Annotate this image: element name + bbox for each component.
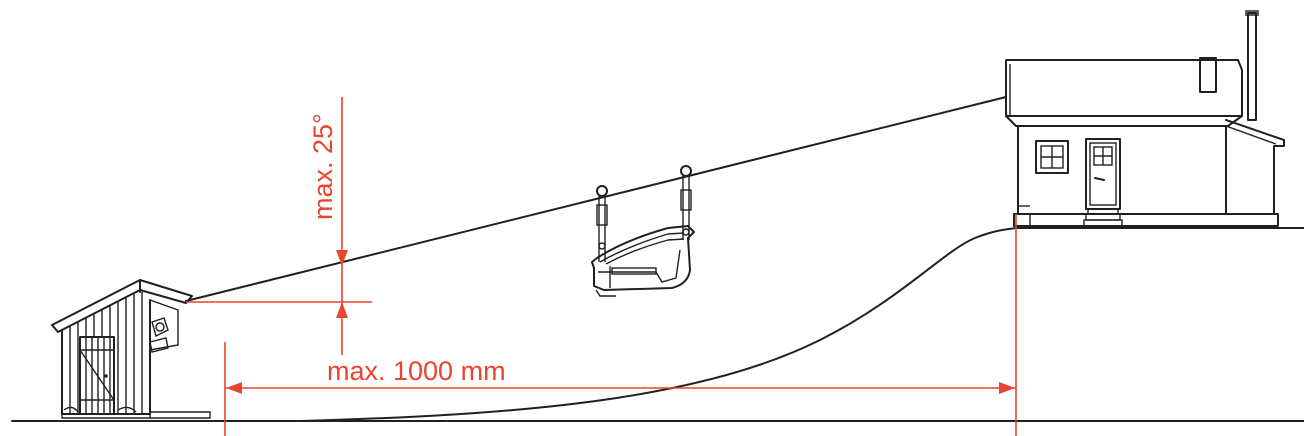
angle-dimension: max. 25° bbox=[186, 97, 372, 355]
arrow-right-icon bbox=[999, 382, 1015, 394]
arrow-up-icon bbox=[336, 302, 348, 318]
shed-icon bbox=[51, 279, 211, 419]
house-icon bbox=[1005, 10, 1285, 227]
cable-line bbox=[185, 96, 1007, 302]
max-length-label: max. 1000 mm bbox=[327, 356, 506, 386]
arrow-left-icon bbox=[226, 382, 242, 394]
arrow-down-icon bbox=[336, 250, 348, 266]
max-angle-label: max. 25° bbox=[308, 113, 338, 220]
chairlift-seat-icon bbox=[591, 165, 695, 297]
hill-slope-curve bbox=[299, 227, 1304, 422]
length-dimension: max. 1000 mm bbox=[224, 214, 1017, 436]
